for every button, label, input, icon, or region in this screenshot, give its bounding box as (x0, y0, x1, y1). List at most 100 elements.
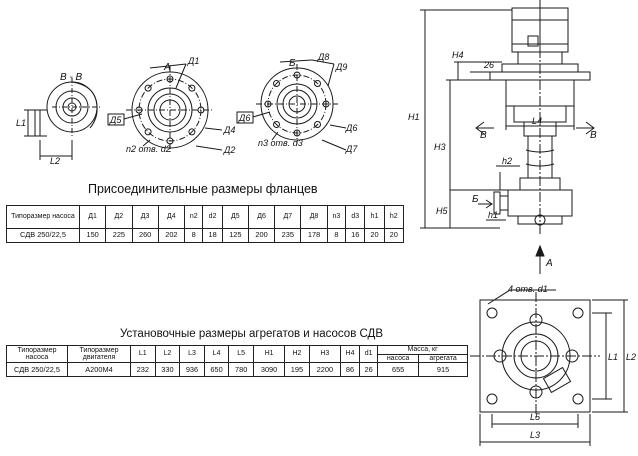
flange-table-header-cell: h2 (383, 205, 405, 229)
flange-b-view (236, 59, 347, 151)
unit-table-subheader-cell: агрегата (418, 353, 468, 364)
unit-table-cell: 26 (359, 362, 379, 378)
unit-table-header-cell: Масса, кг (377, 345, 468, 355)
dim-l3: L3 (530, 430, 540, 440)
flange-a-holes: n2 отв. d2 (126, 144, 171, 154)
flange-table-header-cell: Д8 (300, 205, 328, 229)
unit-table-cell: 915 (418, 362, 468, 378)
flange-b-holes: n3 отв. d3 (258, 138, 303, 148)
dim-h1-small: h1 (488, 210, 498, 220)
flange-b-d9: Д9 (335, 62, 347, 72)
base-plan-view (470, 289, 628, 446)
flange-b-d8: Д8 (317, 52, 329, 62)
flange-table-header-cell: Типоразмер насоса (6, 205, 80, 229)
dim-h1: H1 (408, 112, 420, 122)
section-bb-title: В - В (60, 72, 83, 83)
dim-l4: L4 (532, 116, 542, 126)
flange-table-caption: Присоединительные размеры фланцев (88, 182, 318, 196)
section-bb-view (24, 78, 100, 160)
flange-table-header-cell: d2 (202, 205, 223, 229)
flange-table-cell: 125 (221, 228, 249, 243)
flange-table-cell: 225 (105, 228, 133, 243)
flange-table-cell: 202 (157, 228, 186, 243)
flange-table-cell: 150 (78, 228, 107, 243)
view-a-title: А (163, 62, 171, 73)
flange-table-header-cell: Д5 (221, 205, 249, 229)
dim-h2: h2 (502, 156, 512, 166)
unit-table-cell: А200М4 (67, 362, 131, 378)
flange-a-d5: Д5 (109, 115, 122, 125)
flange-b-d6: Д6 (345, 123, 357, 133)
section-mark-right: В (590, 130, 597, 141)
flange-a-d4: Д4 (223, 125, 235, 135)
pump-elevation (420, 0, 595, 274)
unit-table-header-cell: Типоразмер двигателя (67, 344, 131, 364)
dim-l1-plan: L1 (608, 352, 618, 362)
unit-table-header-cell: L3 (179, 344, 205, 364)
dim-l2-plan: L2 (626, 352, 636, 362)
unit-table-header-cell: L2 (154, 344, 181, 364)
unit-table-cell: 780 (228, 362, 254, 378)
unit-table-cell: СДВ 250/22,5 (6, 362, 68, 378)
dim-l1: L1 (16, 118, 26, 128)
flange-table-header-cell: n3 (326, 205, 347, 229)
flange-table-cell: 260 (131, 228, 159, 243)
unit-table-header-cell: L5 (228, 344, 254, 364)
unit-table-header-cell: Типоразмер насоса (6, 344, 68, 364)
flange-table-cell: СДВ 250/22,5 (6, 228, 80, 243)
dim-l2: L2 (50, 156, 60, 166)
unit-table-cell: 650 (203, 362, 230, 378)
dim-l5: L5 (530, 412, 541, 422)
flange-table-header-cell: h1 (364, 205, 385, 229)
flange-a-view (107, 63, 223, 154)
unit-table-cell: 2200 (308, 362, 341, 378)
flange-table-cell: 200 (247, 228, 276, 243)
flange-table-cell: 178 (300, 228, 328, 243)
dim-h5: H5 (436, 206, 448, 216)
unit-table-cell: 655 (377, 362, 420, 378)
unit-table-header-cell: H1 (252, 344, 286, 364)
flange-table-header-cell: Д4 (157, 205, 186, 229)
unit-table-cell: 86 (339, 362, 361, 378)
dim-h3: H3 (434, 142, 446, 152)
unit-table-header-cell: H4 (339, 344, 361, 364)
flange-table-header-cell: d3 (345, 205, 366, 229)
arrow-a-label: А (545, 258, 553, 269)
unit-table-cell: 936 (179, 362, 205, 378)
unit-table-cell: 232 (130, 362, 156, 378)
view-b-title: Б (289, 58, 296, 69)
flange-table-cell: 8 (326, 228, 347, 243)
unit-table-cell: 3090 (252, 362, 286, 378)
flange-table-header-cell: n2 (183, 205, 204, 229)
unit-table-caption: Установочные размеры агрегатов и насосов… (120, 328, 384, 340)
flange-table-cell: 20 (383, 228, 405, 243)
flange-a-d1: Д1 (187, 56, 199, 66)
flange-table-header-cell: Д3 (131, 205, 159, 229)
unit-table-subheader-cell: насоса (377, 353, 420, 364)
unit-table-header-cell: H3 (308, 344, 341, 364)
arrow-b-label: Б (472, 194, 479, 205)
flange-table-cell: 20 (364, 228, 385, 243)
dim-h4: H4 (452, 50, 464, 60)
unit-table-header-cell: L1 (130, 344, 156, 364)
unit-table-header-cell: H2 (284, 344, 310, 364)
flange-table-cell: 8 (183, 228, 204, 243)
unit-table-header-cell: d1 (359, 344, 379, 364)
flange-table-cell: 18 (202, 228, 223, 243)
dim-26: 26 (483, 60, 494, 70)
unit-table-cell: 195 (284, 362, 310, 378)
flange-table-header-cell: Д2 (105, 205, 133, 229)
flange-b-d6-box: Д6 (238, 113, 250, 123)
flange-table-cell: 235 (274, 228, 302, 243)
holes-base-label: 4 отв. d1 (508, 284, 548, 294)
flange-table-header-cell: Д7 (274, 205, 302, 229)
flange-a-d2: Д2 (223, 145, 235, 155)
flange-table-header-cell: Д6 (247, 205, 276, 229)
